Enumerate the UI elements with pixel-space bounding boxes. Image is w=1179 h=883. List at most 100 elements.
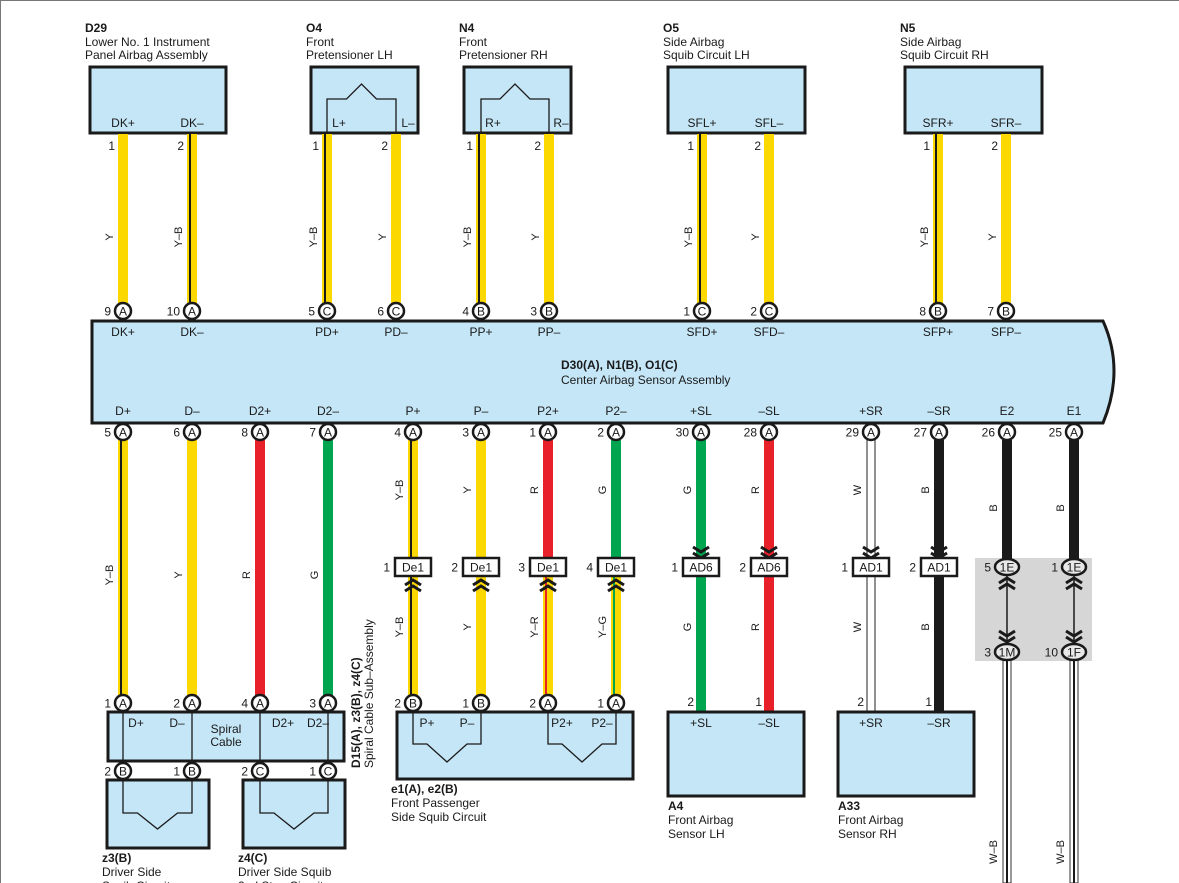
- connector-letter: B: [119, 765, 127, 779]
- pin-number: 1: [597, 697, 604, 711]
- pin-number: 1: [923, 139, 930, 153]
- wire-color-label: B: [920, 623, 932, 630]
- connector-letter: A: [1003, 426, 1011, 440]
- wire-color-label: Y–B: [683, 227, 695, 248]
- ecu-connector-D+: A5: [104, 422, 133, 442]
- wire-color-label: W: [852, 621, 864, 632]
- pin-number: 2: [173, 697, 180, 711]
- connector-letter: A: [544, 697, 552, 711]
- connector-circle: [606, 422, 626, 442]
- pin-number: 2: [687, 695, 694, 709]
- component-box: [666, 710, 806, 798]
- ecu-box: [90, 319, 1116, 425]
- connector-letter: C: [256, 765, 265, 779]
- wire-D2–: [323, 440, 333, 696]
- connector-letter: A: [256, 697, 264, 711]
- pin-number: 1: [466, 139, 473, 153]
- terminal-label: R+: [485, 116, 501, 130]
- terminal-label: SFR+: [922, 116, 953, 130]
- component-id: A33: [838, 799, 860, 813]
- connector-letter: B: [545, 305, 553, 319]
- component-name: Driver Side Squib: [238, 865, 332, 879]
- pin-number: 30: [676, 426, 690, 440]
- ecu-connector-–SR: A27: [914, 422, 949, 442]
- junction-box: [851, 556, 891, 578]
- chevron-up-icon: [1065, 576, 1083, 591]
- component-name: Front Airbag: [838, 813, 903, 827]
- wire-color-label: G: [682, 486, 694, 495]
- junction-box: [528, 556, 568, 578]
- connector-letter: C: [324, 765, 333, 779]
- component-id: O4: [306, 21, 322, 35]
- component-box: [309, 65, 420, 135]
- connector-circle: [386, 301, 406, 321]
- ecu-connector-D2+: A8: [241, 422, 270, 442]
- wire-stripe: [120, 440, 122, 696]
- component-id: e1(A), e2(B): [391, 782, 458, 796]
- wire-stripe: [189, 134, 191, 303]
- wire-color-label: B: [920, 486, 932, 493]
- wire-d29-2: [187, 134, 197, 303]
- wire-body: [408, 440, 418, 560]
- connector-circle: [318, 422, 338, 442]
- terminal-label: +SR: [859, 716, 883, 730]
- ecu-terminal-label: +SL: [690, 404, 712, 418]
- chevron-stroke: [472, 584, 490, 593]
- terminal-label: L+: [332, 116, 346, 130]
- chevron-up-icon: [607, 578, 625, 593]
- wire-color-label: Y: [987, 233, 999, 241]
- wire-body: [696, 576, 706, 712]
- wire-n5-2: [1001, 134, 1011, 303]
- connector-letter: C: [765, 305, 774, 319]
- connector-circle: [1064, 422, 1084, 442]
- pin-number: 2: [451, 561, 458, 575]
- component-name: Side Airbag: [663, 35, 724, 49]
- wire-–SR: [934, 440, 944, 560]
- wire-body: [611, 440, 621, 560]
- chevron-stroke: [607, 584, 625, 593]
- chevron-stroke: [760, 545, 778, 554]
- wire-+SR-lower: [866, 575, 876, 713]
- chevron-stroke: [404, 578, 422, 587]
- connector-circle: [318, 761, 338, 781]
- ecu-connector-SFP+: B8: [919, 301, 948, 321]
- pin-number: 1: [173, 765, 180, 779]
- wire-color-label: Y: [750, 233, 762, 241]
- ecu-connector-DK–: A10: [167, 301, 202, 321]
- connector-circle: [182, 761, 202, 781]
- pin-number: 2: [381, 139, 388, 153]
- pin-number: 5: [104, 426, 111, 440]
- chevron-up-icon: [539, 578, 557, 593]
- connector-letter: A: [188, 305, 196, 319]
- connector-circle: [113, 761, 133, 781]
- chevron-up-icon: [404, 578, 422, 593]
- component-id: z3(B): [102, 851, 131, 865]
- ecu-terminal-label: SFD+: [686, 325, 717, 339]
- connector-letter: C: [392, 305, 401, 319]
- wire-color-label: Y: [377, 233, 389, 241]
- wire-stripe: [478, 134, 480, 303]
- wire-color-label: Y: [530, 233, 542, 241]
- wire-P+-lower: [408, 576, 418, 696]
- wire-color-label: W–B: [988, 840, 1000, 864]
- wire-color-label: Y–G: [597, 616, 609, 638]
- wire-stripe: [410, 576, 412, 696]
- junction-box: [461, 556, 501, 578]
- ecu-connector-PD–: C6: [377, 301, 406, 321]
- component-name: Squib Circuit LH: [663, 48, 750, 62]
- squib-symbol: [259, 771, 329, 830]
- wire-body: [187, 134, 197, 303]
- wire-body: [391, 134, 401, 303]
- ecu-terminal-label: D2+: [249, 404, 271, 418]
- component-id: O5: [663, 21, 679, 35]
- wire-P–: [476, 440, 486, 560]
- junction-box: [393, 556, 433, 578]
- connector-circle: [759, 301, 779, 321]
- pin-number: 2: [529, 697, 536, 711]
- passenger-squib-connector: B1: [462, 693, 491, 713]
- pin-number: 6: [173, 426, 180, 440]
- wire-color-label: Y–B: [919, 227, 931, 248]
- wire-color-label: W: [852, 484, 864, 495]
